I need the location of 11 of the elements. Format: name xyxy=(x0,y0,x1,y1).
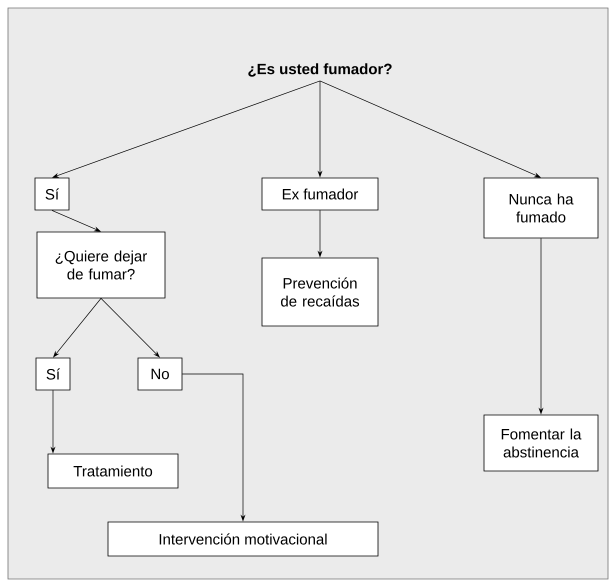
process-box: Nunca ha fumado xyxy=(484,178,598,238)
process-box: Ex fumador xyxy=(262,178,378,210)
question-title: ¿Es usted fumador? xyxy=(248,63,392,77)
process-box: Fomentar la abstinencia xyxy=(484,414,598,472)
process-box: Sí xyxy=(34,178,70,210)
process-box: Intervención motivacional xyxy=(108,522,378,556)
process-box: Sí xyxy=(36,358,70,390)
process-box: Tratamiento xyxy=(48,454,178,488)
decision-box: ¿Quiere dejar de fumar? xyxy=(36,232,166,298)
process-box: Prevención de recaídas xyxy=(262,258,378,326)
process-box: No xyxy=(138,358,182,390)
